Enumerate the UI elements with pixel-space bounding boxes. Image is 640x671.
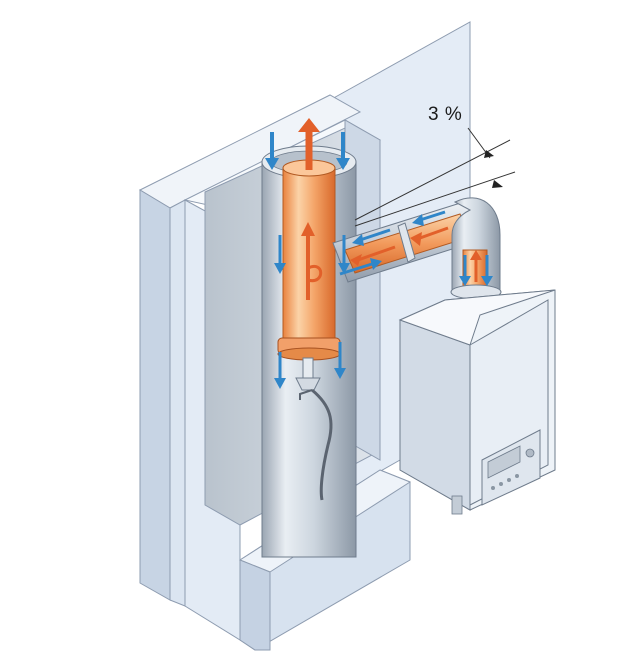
flue-gas-arrows <box>298 118 482 300</box>
wall-boiler <box>398 289 556 515</box>
slope-percentage-label: 3 % <box>428 104 463 125</box>
condensate-hose <box>311 388 333 501</box>
slope-indicator <box>354 127 516 227</box>
fresh-air-arrows <box>265 132 493 389</box>
